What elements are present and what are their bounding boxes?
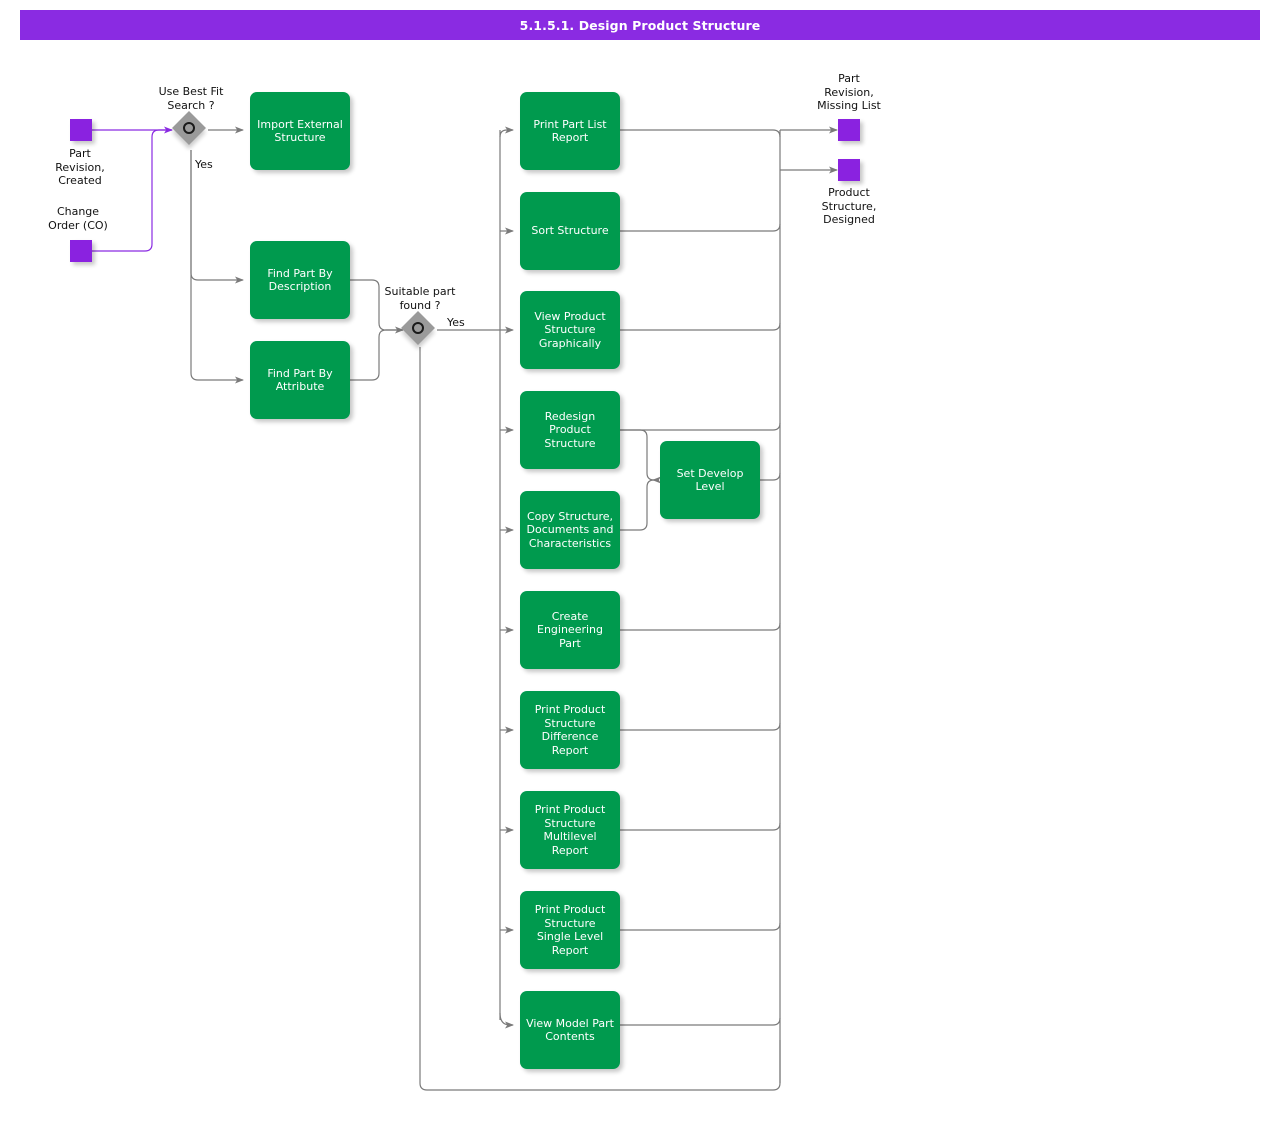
process-find-part-by-description[interactable]: Find Part By Description: [250, 241, 350, 319]
process-view-product-structure-graphically[interactable]: View Product Structure Graphically: [520, 291, 620, 369]
process-view-model-part-contents[interactable]: View Model Part Contents: [520, 991, 620, 1069]
process-sort-structure[interactable]: Sort Structure: [520, 192, 620, 270]
edge-label-suitable-yes: Yes: [447, 316, 465, 329]
event-part-revision-missing-list-label: Part Revision, Missing List: [817, 72, 881, 112]
event-product-structure-designed[interactable]: [838, 159, 860, 181]
process-import-external-structure[interactable]: Import External Structure: [250, 92, 350, 170]
process-print-product-structure-difference-report[interactable]: Print Product Structure Difference Repor…: [520, 691, 620, 769]
page-title: 5.1.5.1. Design Product Structure: [20, 10, 1260, 40]
event-change-order-label: Change Order (CO): [48, 205, 108, 232]
gateway-use-best-fit-search[interactable]: [172, 111, 208, 147]
event-change-order[interactable]: [70, 240, 92, 262]
process-find-part-by-attribute[interactable]: Find Part By Attribute: [250, 341, 350, 419]
event-part-revision-created[interactable]: [70, 119, 92, 141]
process-set-develop-level[interactable]: Set Develop Level: [660, 441, 760, 519]
event-part-revision-created-label: Part Revision, Created: [55, 147, 105, 187]
process-copy-structure-documents-characteristics[interactable]: Copy Structure, Documents and Characteri…: [520, 491, 620, 569]
edge-label-best-fit-yes: Yes: [195, 158, 213, 171]
process-create-engineering-part[interactable]: Create Engineering Part: [520, 591, 620, 669]
event-part-revision-missing-list[interactable]: [838, 119, 860, 141]
gateway-ring-icon: [412, 322, 424, 334]
process-print-product-structure-single-level-report[interactable]: Print Product Structure Single Level Rep…: [520, 891, 620, 969]
process-print-part-list-report[interactable]: Print Part List Report: [520, 92, 620, 170]
gateway-suitable-part-found[interactable]: [401, 311, 437, 347]
gateway-use-best-fit-search-label: Use Best Fit Search ?: [158, 85, 224, 112]
process-print-product-structure-multilevel-report[interactable]: Print Product Structure Multilevel Repor…: [520, 791, 620, 869]
process-redesign-product-structure[interactable]: Redesign Product Structure: [520, 391, 620, 469]
event-product-structure-designed-label: Product Structure, Designed: [821, 186, 877, 226]
gateway-suitable-part-found-label: Suitable part found ?: [384, 285, 456, 312]
gateway-ring-icon: [183, 122, 195, 134]
